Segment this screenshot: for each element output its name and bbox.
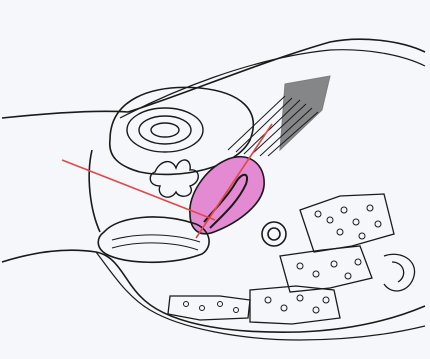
illustration-stage [0, 0, 430, 359]
anatomy-illustration [0, 0, 430, 359]
